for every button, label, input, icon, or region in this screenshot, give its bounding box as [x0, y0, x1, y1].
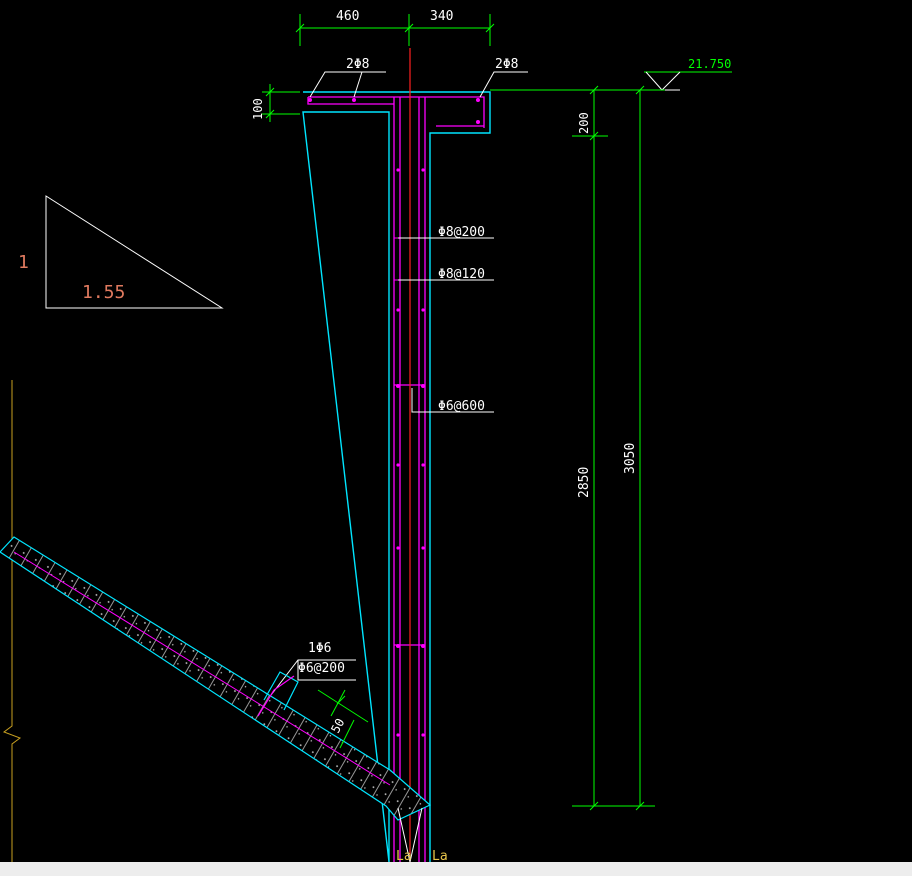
slab-thickness-dimension [317, 689, 369, 749]
dim-2850-label: 2850 [577, 467, 592, 498]
wall-concrete-outline [302, 91, 491, 863]
level-mark-value: 21.750 [688, 57, 731, 71]
label-phi6-200: Φ6@200 [298, 661, 345, 676]
label-1phi6: 1Φ6 [308, 641, 331, 656]
flange-thickness-dimension [262, 84, 300, 122]
height-dimensions [490, 85, 665, 811]
rebar-leaders [257, 71, 528, 713]
left-break-line [2, 380, 22, 862]
slab-rebar [13, 551, 391, 786]
dim-50-label: 50 [328, 716, 347, 735]
slope-run-label: 1.55 [82, 282, 125, 303]
anchorage-left-label: La [396, 849, 412, 862]
rebar-dots [308, 98, 480, 737]
dim-200-label: 200 [577, 112, 591, 134]
slope-rise-label: 1 [18, 252, 29, 273]
anchorage-right-label: La [432, 849, 448, 862]
label-phi8-120: Φ8@120 [438, 267, 485, 282]
bottom-status-strip [0, 862, 912, 876]
slab-hanger [257, 671, 299, 717]
dim-340-label: 340 [430, 9, 453, 24]
level-mark-symbol [644, 71, 732, 91]
label-phi8-200: Φ8@200 [438, 225, 485, 240]
top-dimension [295, 14, 495, 46]
dim-3050-label: 3050 [623, 443, 638, 474]
dim-460-label: 460 [336, 9, 359, 24]
label-phi6-600: Φ6@600 [438, 399, 485, 414]
label-2phi8-left: 2Φ8 [346, 57, 369, 72]
dim-100-label: 100 [251, 98, 265, 120]
inclined-slab [0, 536, 432, 821]
label-2phi8-right: 2Φ8 [495, 57, 518, 72]
slope-triangle [45, 195, 224, 309]
